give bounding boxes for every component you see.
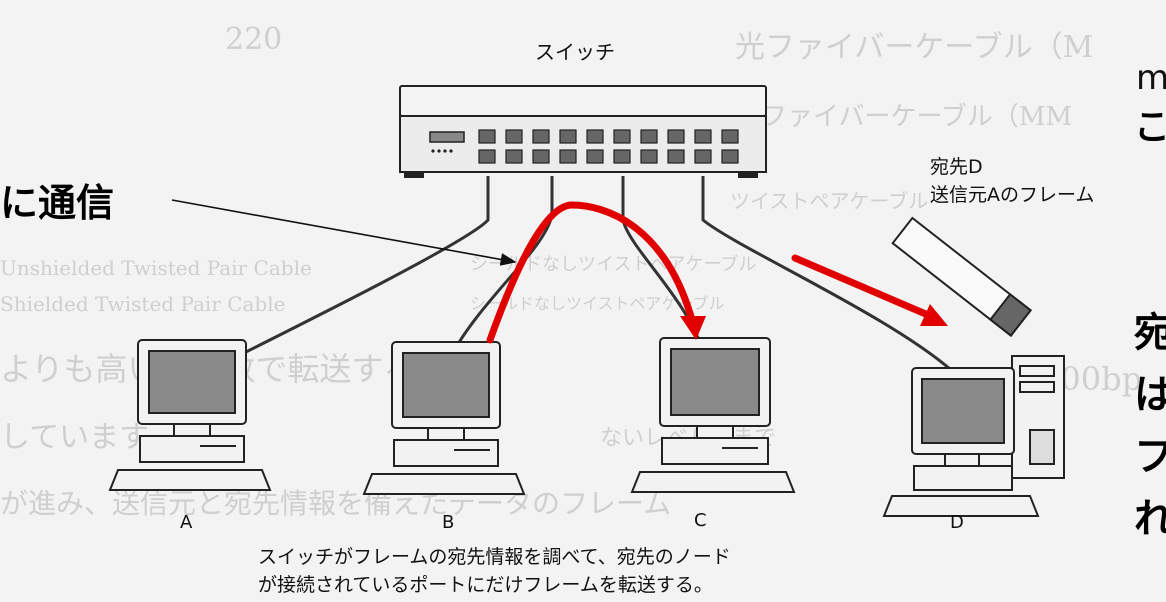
cut-text: れ: [1134, 496, 1166, 542]
frame-packet-icon: [891, 216, 1032, 337]
bleed-text: が進み、送信元と宛先情報を備えたデータのフレーム: [0, 487, 672, 520]
bleed-text: シールドなしツイストペアケーブル: [470, 294, 725, 313]
cut-text: こ: [1134, 107, 1166, 148]
bleed-text: 光ファイバーケーブル（M: [735, 30, 1094, 65]
bleed-text: 220: [225, 22, 283, 57]
switch-label: スイッチ: [535, 40, 615, 64]
cut-text: フ: [1134, 434, 1166, 480]
computer-d-icon: [882, 355, 1065, 517]
computer-b-icon: [362, 341, 526, 495]
node-label-d: D: [950, 512, 964, 533]
cut-text: は: [1134, 372, 1166, 418]
frame-label-src: 送信元Aのフレーム: [930, 184, 1095, 206]
cut-text: m: [1136, 58, 1166, 98]
node-label-c: C: [694, 510, 707, 531]
cable-a: [209, 176, 490, 372]
switch-ports: [478, 129, 739, 164]
frame-label-dest: 宛先D: [930, 156, 983, 178]
caption-line-2: が接続されているポートにだけフレームを転送する。: [258, 574, 713, 596]
communication-label: に通信: [0, 181, 115, 225]
node-label-b: B: [442, 512, 455, 533]
cut-text: 宛: [1134, 310, 1166, 356]
computer-c-icon: [630, 337, 796, 493]
node-label-a: A: [180, 512, 193, 533]
switch-device: [399, 85, 767, 178]
bleed-text: しています: [0, 420, 150, 455]
bleed-text: Shielded Twisted Pair Cable: [0, 292, 286, 316]
bleed-text: 光ファイバーケーブル（MM: [735, 102, 1073, 132]
bleed-text: Unshielded Twisted Pair Cable: [0, 256, 312, 280]
cable-b: [448, 176, 554, 359]
cable-d: [701, 176, 962, 380]
label-pointer-line: [171, 199, 517, 266]
caption-line-1: スイッチがフレームの宛先情報を調べて、宛先のノード: [258, 546, 731, 568]
forwarding-path-arrow: [486, 201, 706, 344]
incoming-frame-arrow: [791, 254, 948, 326]
bleed-text: シールドなしツイストペアケーブル: [470, 254, 757, 275]
bleed-text: ツイストペアケーブル: [730, 189, 929, 213]
computer-a-icon: [108, 339, 272, 491]
